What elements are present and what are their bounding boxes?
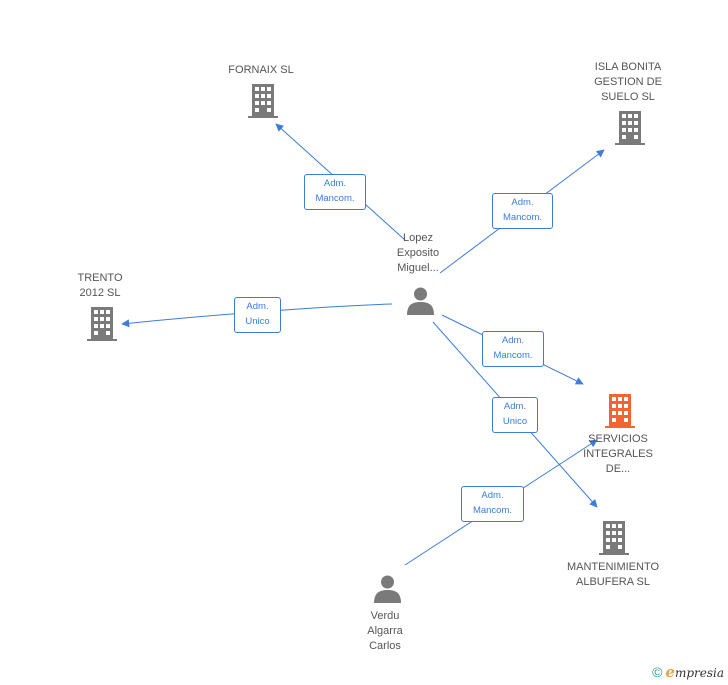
brand-footer: © empresia xyxy=(652,663,724,681)
building-icon-highlighted[interactable] xyxy=(605,394,635,428)
node-label-lopez[interactable]: Lopez Exposito Miguel... xyxy=(396,232,440,274)
building-icon[interactable] xyxy=(248,84,278,118)
building-icon[interactable] xyxy=(615,111,645,145)
node-label-isla-bonita[interactable]: ISLA BONITA GESTION DE SUELO SL xyxy=(594,61,662,103)
building-icon[interactable] xyxy=(599,521,629,555)
person-icon[interactable] xyxy=(406,286,435,315)
building-icon[interactable] xyxy=(87,307,117,341)
node-label-trento[interactable]: TRENTO 2012 SL xyxy=(77,272,123,299)
edge-label[interactable]: Adm. Mancom. xyxy=(482,331,544,367)
edge-label[interactable]: Adm. Mancom. xyxy=(304,174,366,210)
edge-label[interactable]: Adm. Unico xyxy=(234,297,281,333)
person-icon[interactable] xyxy=(373,574,402,603)
edge-label[interactable]: Adm. Mancom. xyxy=(461,486,524,522)
edge-label[interactable]: Adm. Unico xyxy=(492,397,538,433)
node-label-mantenimiento[interactable]: MANTENIMIENTO ALBUFERA SL xyxy=(566,561,660,588)
node-label-verdu[interactable]: Verdu Algarra Carlos xyxy=(367,610,403,652)
node-label-fornaix[interactable]: FORNAIX SL xyxy=(228,64,294,76)
copyright-icon: © xyxy=(652,664,663,680)
edge-label[interactable]: Adm. Mancom. xyxy=(492,193,553,229)
brand-logo: empresia xyxy=(665,663,724,681)
node-label-servicios[interactable]: SERVICIOS INTEGRALES DE... xyxy=(583,433,653,475)
